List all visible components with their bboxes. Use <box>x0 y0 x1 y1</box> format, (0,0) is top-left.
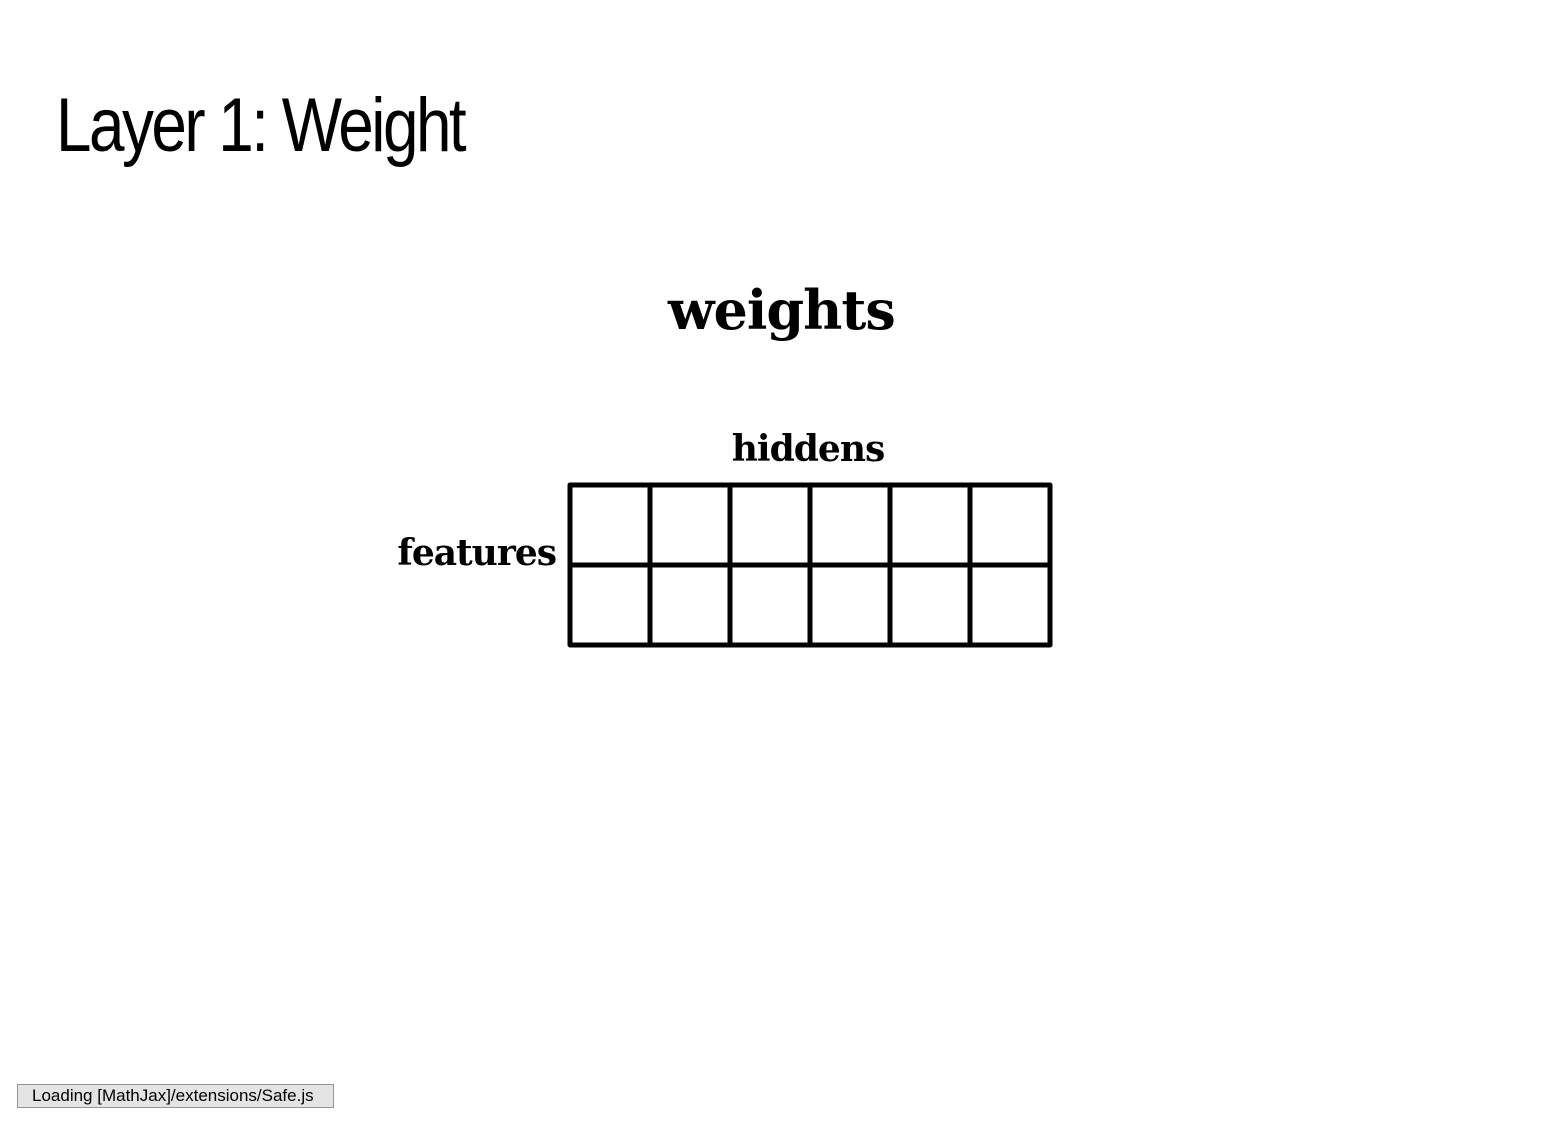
weight-cell-r1-c4 <box>807 482 893 568</box>
features-label: features <box>397 532 557 574</box>
weight-cell-r1-c6 <box>967 482 1053 568</box>
hiddens-label: hiddens <box>731 428 886 470</box>
weight-cell-r2-c2 <box>647 562 733 648</box>
weight-cell-r2-c3 <box>727 562 813 648</box>
weight-cell-r2-c4 <box>807 562 893 648</box>
weight-cell-r1-c1 <box>567 482 653 568</box>
weight-cell-r2-c6 <box>967 562 1053 648</box>
weight-cell-r1-c2 <box>647 482 733 568</box>
weight-matrix-grid <box>567 482 1053 648</box>
slide-title: Layer 1: Weight <box>56 83 467 168</box>
mathjax-loading-status: Loading [MathJax]/extensions/Safe.js <box>17 1084 334 1108</box>
diagram-title: weights <box>668 278 896 342</box>
weight-cell-r2-c5 <box>887 562 973 648</box>
weight-cell-r1-c3 <box>727 482 813 568</box>
weight-cell-r1-c5 <box>887 482 973 568</box>
weight-cell-r2-c1 <box>567 562 653 648</box>
